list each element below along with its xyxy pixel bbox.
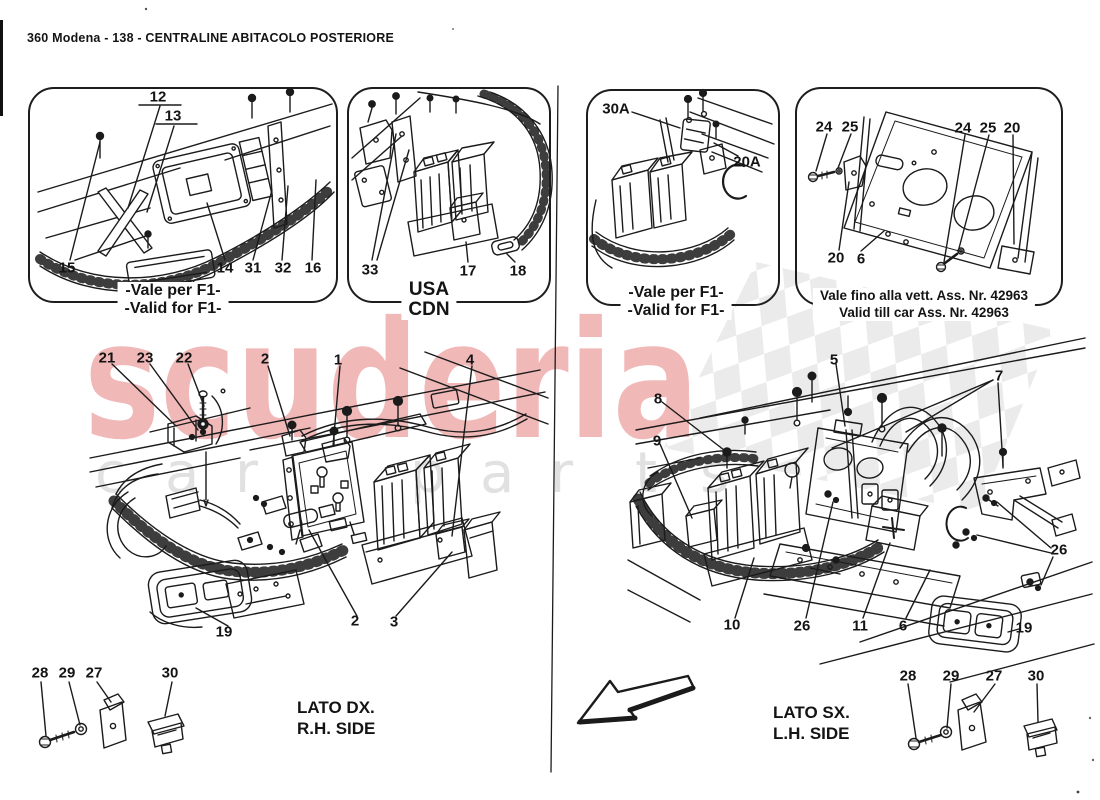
inset-f1-left-art — [35, 87, 337, 299]
inset-valid-till-box — [795, 87, 1063, 306]
callout-14: 14 — [216, 259, 234, 277]
callout-5: 5 — [829, 351, 839, 369]
side-label-lh: LATO SX. L.H. SIDE — [773, 702, 850, 744]
callout-17: 17 — [459, 262, 477, 280]
callout-26: 26 — [1050, 541, 1068, 559]
callout-26: 26 — [793, 617, 811, 635]
callout-27: 27 — [985, 667, 1003, 685]
callout-29: 29 — [942, 667, 960, 685]
caption-line: CDN — [408, 299, 450, 320]
caption-usa-cdn: USA CDN — [401, 279, 457, 320]
callout-19: 19 — [215, 623, 233, 641]
caption-line: Valid till car Ass. Nr. 42963 — [839, 304, 1009, 320]
side-label-line: LATO DX. — [297, 698, 375, 717]
callout-7: 7 — [994, 367, 1004, 385]
column-divider — [550, 85, 559, 773]
callout-11: 11 — [852, 617, 868, 635]
callout-31: 31 — [244, 259, 262, 277]
caption-line: -Vale per F1- — [125, 282, 221, 299]
callout-2: 2 — [350, 612, 360, 630]
callout-16: 16 — [304, 259, 322, 277]
callout-25: 25 — [841, 118, 859, 136]
callout-25: 25 — [979, 119, 997, 137]
scan-edge-mark — [0, 20, 3, 116]
hardware-right-art — [907, 683, 1058, 758]
callout-12: 12 — [149, 88, 167, 106]
side-label-rh: LATO DX. R.H. SIDE — [297, 697, 375, 739]
callout-20A: 20A — [733, 153, 761, 171]
main-right-art — [627, 337, 1095, 683]
callout-29: 29 — [58, 664, 76, 682]
callout-27: 27 — [85, 664, 103, 682]
callout-15: 15 — [58, 259, 76, 277]
callout-18: 18 — [509, 262, 527, 280]
side-label-line: L.H. SIDE — [773, 724, 850, 743]
callout-28: 28 — [899, 667, 917, 685]
callout-13: 13 — [164, 107, 182, 125]
callout-30A: 30A — [602, 100, 630, 118]
direction-arrow — [576, 674, 696, 725]
callout-33: 33 — [361, 261, 379, 279]
callout-32: 32 — [274, 259, 292, 277]
checkered-flag-watermark — [664, 262, 1054, 512]
callout-21: 21 — [98, 349, 116, 367]
tagline-letter: a — [480, 441, 514, 506]
callout-1: 1 — [333, 351, 343, 369]
callout-20: 20 — [1003, 119, 1021, 137]
callout-9: 9 — [652, 432, 662, 450]
callout-24: 24 — [815, 118, 833, 136]
callout-19: 19 — [1015, 619, 1033, 637]
inset-usa-cdn-art — [351, 89, 553, 263]
caption-valid-till: Vale fino alla vett. Ass. Nr. 42963 Vali… — [812, 288, 1036, 321]
inset-f1-right-art — [589, 88, 775, 269]
caption-f1-right: -Vale per F1- -Valid for F1- — [620, 284, 732, 320]
callout-6: 6 — [856, 250, 866, 268]
caption-line: USA — [408, 279, 450, 300]
main-left-art — [89, 351, 549, 629]
side-label-line: R.H. SIDE — [297, 719, 376, 738]
callout-10: 10 — [723, 616, 741, 634]
caption-line: -Vale per F1- — [628, 284, 724, 301]
callout-30: 30 — [161, 664, 179, 682]
hardware-left-art — [38, 681, 185, 755]
callout-3: 3 — [389, 613, 399, 631]
callout-2: 2 — [260, 350, 270, 368]
callout-30: 30 — [1027, 667, 1045, 685]
caption-f1-left: -Vale per F1- -Valid for F1- — [117, 282, 229, 318]
callout-20: 20 — [827, 249, 845, 267]
caption-line: -Valid for F1- — [627, 302, 725, 319]
callout-8: 8 — [653, 390, 663, 408]
callout-6: 6 — [898, 617, 908, 635]
callout-23: 23 — [136, 349, 154, 367]
callout-24: 24 — [954, 119, 972, 137]
callout-22: 22 — [175, 349, 193, 367]
page-title: 360 Modena - 138 - CENTRALINE ABITACOLO … — [27, 31, 394, 45]
side-label-line: LATO SX. — [773, 703, 850, 722]
brand-watermark: scuderia — [84, 288, 699, 476]
callout-4: 4 — [465, 351, 475, 369]
caption-line: -Valid for F1- — [124, 300, 222, 317]
inset-valid-till-art — [807, 111, 1039, 275]
inset-f1-right-box — [586, 89, 780, 306]
caption-line: Vale fino alla vett. Ass. Nr. 42963 — [819, 288, 1029, 303]
callout-28: 28 — [31, 664, 49, 682]
